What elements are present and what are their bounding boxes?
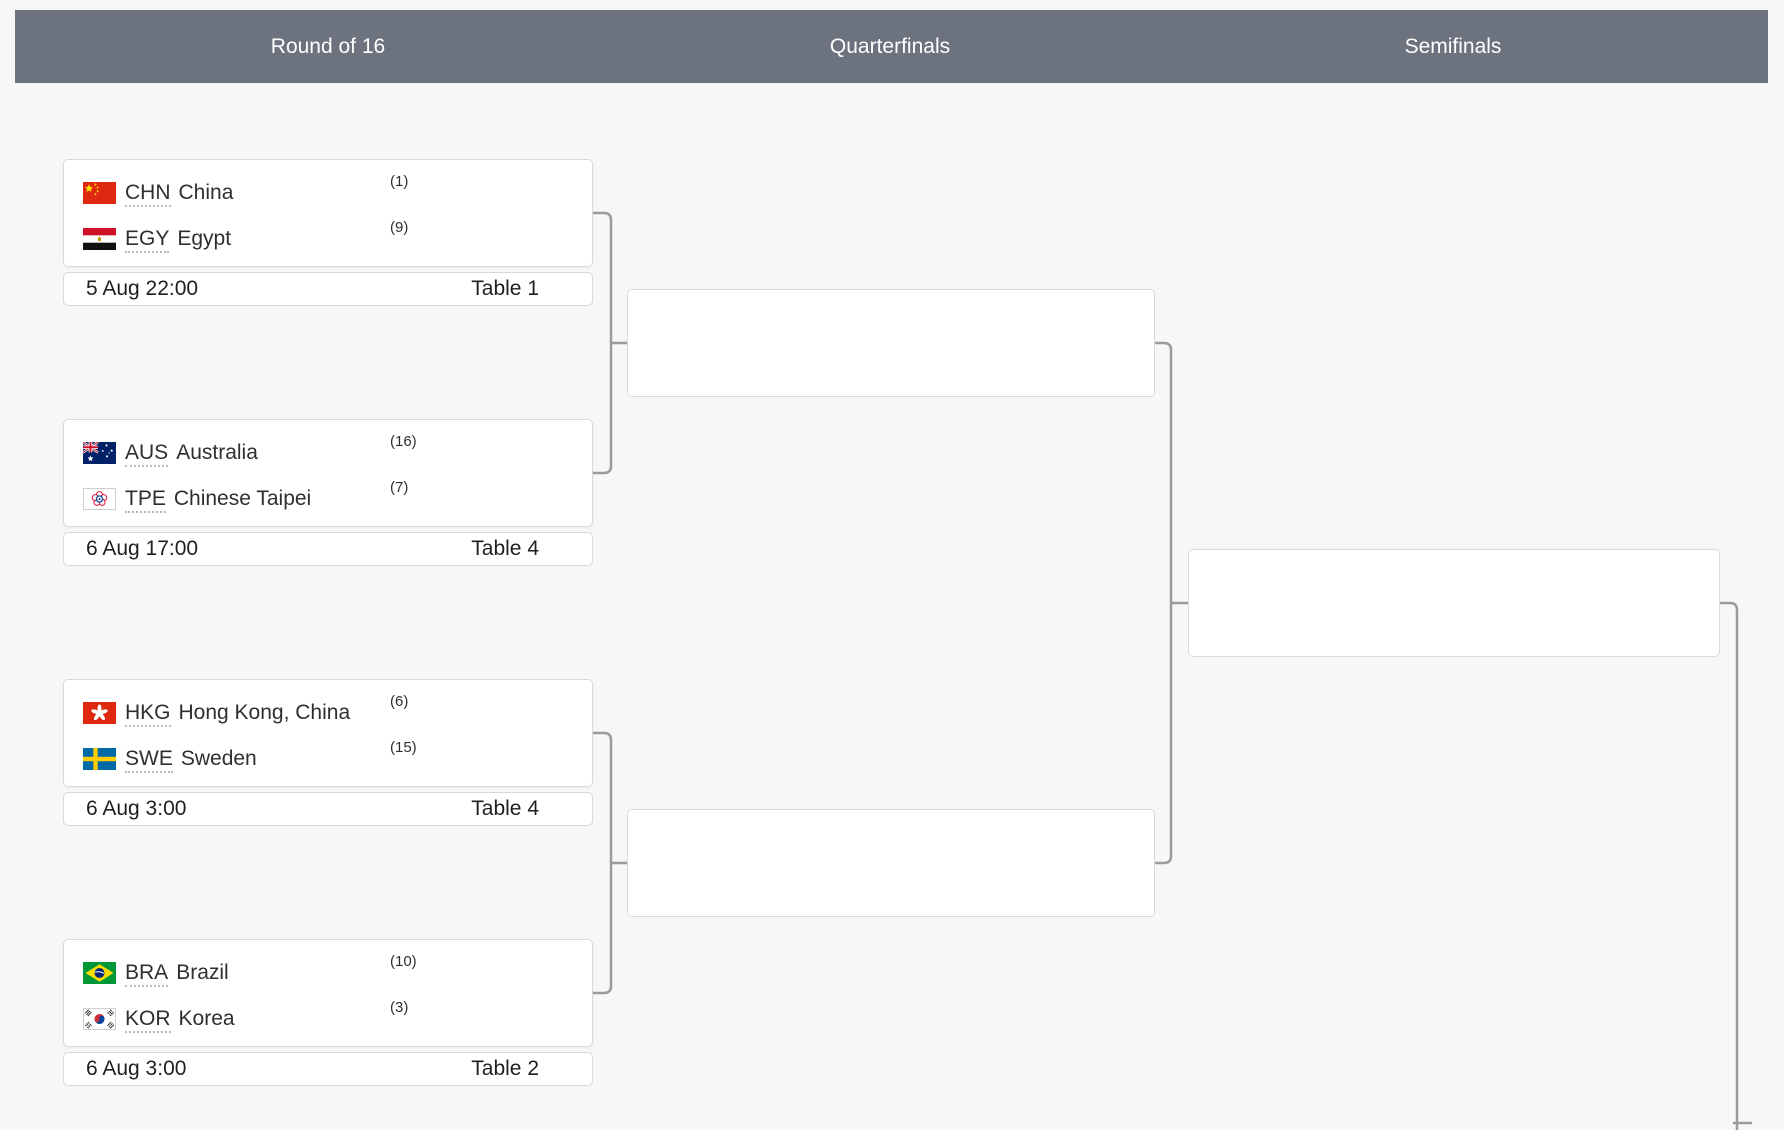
match-datetime: 5 Aug 22:00	[86, 277, 199, 300]
team-row: SWE Sweden	[83, 737, 580, 781]
team-name: China	[178, 181, 234, 204]
r16-match-4: BRA Brazil (10)	[63, 939, 593, 1088]
team-row: BRA Brazil	[83, 951, 580, 995]
seed-badge: (1)	[390, 173, 409, 190]
seed-badge: (3)	[390, 999, 409, 1016]
match-table: Table 4	[471, 537, 539, 560]
r16-match-4-footer: 6 Aug 3:00 Table 2	[63, 1052, 593, 1086]
team-label: HKG Hong Kong, China	[125, 701, 351, 727]
quarterfinal-match-box-2	[627, 809, 1155, 917]
team-row: EGY Egypt	[83, 217, 580, 261]
team-code-abbr[interactable]: TPE	[125, 487, 166, 513]
match-datetime: 6 Aug 3:00	[86, 1057, 187, 1080]
r16-match-4-teams-box: BRA Brazil (10)	[63, 939, 593, 1047]
match-datetime: 6 Aug 17:00	[86, 537, 199, 560]
r16-match-1-teams-box: CHN China (1) EGY Egypt (9)	[63, 159, 593, 267]
flag-korea-icon	[83, 1008, 116, 1030]
team-code-abbr[interactable]: AUS	[125, 441, 169, 467]
flag-egypt-icon	[83, 228, 116, 250]
seed-badge: (16)	[390, 433, 417, 450]
rounds-header-bar: Round of 16 Quarterfinals Semifinals	[15, 10, 1768, 83]
match-table: Table 1	[471, 277, 539, 300]
team-row: CHN China	[83, 171, 580, 215]
team-code-abbr[interactable]: BRA	[125, 961, 169, 987]
team-name: Brazil	[176, 961, 229, 984]
r16-match-3-footer: 6 Aug 3:00 Table 4	[63, 792, 593, 826]
team-name: Korea	[178, 1007, 235, 1030]
seed-badge: (15)	[390, 739, 417, 756]
team-code-abbr[interactable]: EGY	[125, 227, 170, 253]
match-datetime: 6 Aug 3:00	[86, 797, 187, 820]
match-table: Table 2	[471, 1057, 539, 1080]
flag-brazil-icon	[83, 962, 116, 984]
flag-china-icon	[83, 182, 116, 204]
seed-badge: (6)	[390, 693, 409, 710]
team-row: TPE Chinese Taipei	[83, 477, 580, 521]
team-row: KOR Korea	[83, 997, 580, 1041]
team-row: HKG Hong Kong, China	[83, 691, 580, 735]
seed-badge: (10)	[390, 953, 417, 970]
team-name: Australia	[176, 441, 258, 464]
team-name: Sweden	[180, 747, 257, 770]
flag-sweden-icon	[83, 748, 116, 770]
team-name: Egypt	[177, 227, 232, 250]
team-label: SWE Sweden	[125, 747, 257, 773]
round-of-16-header: Round of 16	[270, 35, 386, 58]
r16-match-1-footer: 5 Aug 22:00 Table 1	[63, 272, 593, 306]
team-label: CHN China	[125, 181, 234, 207]
semifinal-match-box-1	[1188, 549, 1720, 657]
team-code-abbr[interactable]: SWE	[125, 747, 173, 773]
team-name: Hong Kong, China	[178, 701, 351, 724]
flag-australia-icon	[83, 442, 116, 464]
team-name: Chinese Taipei	[173, 487, 312, 510]
seed-badge: (9)	[390, 219, 409, 236]
team-label: TPE Chinese Taipei	[125, 487, 312, 513]
team-label: BRA Brazil	[125, 961, 229, 987]
team-label: AUS Australia	[125, 441, 258, 467]
r16-match-2-footer: 6 Aug 17:00 Table 4	[63, 532, 593, 566]
match-table: Table 4	[471, 797, 539, 820]
semifinals-header: Semifinals	[1404, 35, 1502, 58]
quarterfinals-header: Quarterfinals	[829, 35, 951, 58]
r16-match-3: HKG Hong Kong, China (6) SWE Sweden (15) 6…	[63, 679, 593, 828]
r16-match-3-teams-box: HKG Hong Kong, China (6) SWE Sweden (15)	[63, 679, 593, 787]
team-code-abbr[interactable]: HKG	[125, 701, 171, 727]
flag-hong-kong-icon	[83, 702, 116, 724]
team-label: EGY Egypt	[125, 227, 232, 253]
team-code-abbr[interactable]: KOR	[125, 1007, 171, 1033]
r16-match-2-teams-box: AUS Australia (16) TPE Chinese Taipei (7)	[63, 419, 593, 527]
r16-match-1: CHN China (1) EGY Egypt (9) 5 Aug 22:00 Ta…	[63, 159, 593, 308]
flag-chinese-taipei-icon	[83, 488, 116, 510]
quarterfinal-match-box-1	[627, 289, 1155, 397]
team-row: AUS Australia	[83, 431, 580, 475]
team-code-abbr[interactable]: CHN	[125, 181, 171, 207]
team-label: KOR Korea	[125, 1007, 235, 1033]
seed-badge: (7)	[390, 479, 409, 496]
